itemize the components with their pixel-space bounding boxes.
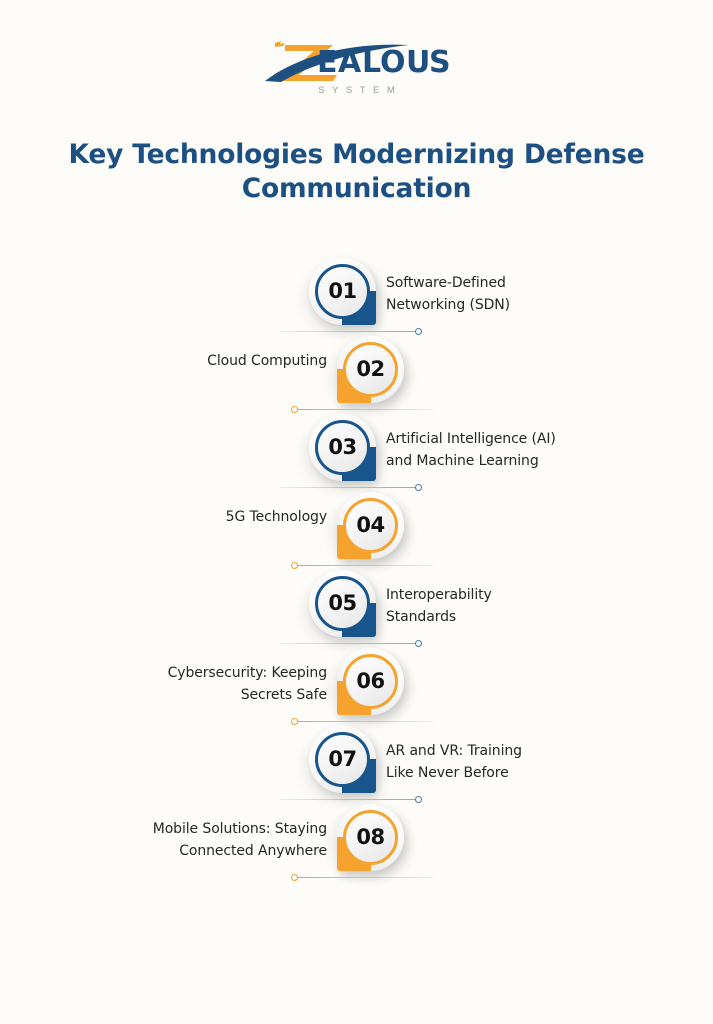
connector-dot-icon	[415, 640, 422, 647]
badge-ring: 05	[315, 576, 370, 631]
timeline-connector	[291, 404, 433, 415]
timeline-connector	[280, 482, 422, 493]
zealous-z-swoosh-logo: E A L O U S	[259, 34, 455, 84]
connector-line	[297, 564, 433, 567]
svg-text:O: O	[380, 45, 406, 80]
badge-ring: 07	[315, 732, 370, 787]
connector-dot-icon	[415, 796, 422, 803]
connector-line	[297, 876, 433, 879]
timeline-label: Artificial Intelligence (AI) and Machine…	[386, 431, 556, 469]
badge-ring: 02	[343, 342, 398, 397]
timeline-item[interactable]: 04 5G Technology	[0, 490, 713, 576]
badge-number: 04	[356, 513, 385, 537]
page-title: Key Technologies Modernizing Defense Com…	[68, 139, 645, 204]
timeline-label: Software-Defined Networking (SDN)	[386, 275, 511, 313]
svg-text:S: S	[429, 45, 451, 80]
badge-ring: 04	[343, 498, 398, 553]
timeline-item[interactable]: 08 Mobile Solutions: Staying Connected A…	[0, 802, 713, 888]
badge-number: 06	[356, 669, 385, 693]
svg-text:A: A	[338, 45, 362, 80]
timeline-item[interactable]: 05 Interoperability Standards	[0, 568, 713, 654]
badge-ring: 06	[343, 654, 398, 709]
timeline-connector	[280, 794, 422, 805]
timeline-connector	[291, 560, 433, 571]
timeline-item[interactable]: 03 Artificial Intelligence (AI) and Mach…	[0, 412, 713, 498]
timeline-connector	[280, 638, 422, 649]
badge-number: 01	[328, 279, 357, 303]
badge-number: 03	[328, 435, 357, 459]
connector-dot-icon	[415, 484, 422, 491]
timeline-connector	[291, 872, 433, 883]
timeline-badge-07[interactable]: 07	[309, 726, 376, 793]
connector-line	[280, 486, 416, 489]
badge-number: 07	[328, 747, 357, 771]
timeline-connector	[280, 326, 422, 337]
connector-line	[280, 330, 416, 333]
timeline-label: Mobile Solutions: Staying Connected Anyw…	[152, 821, 327, 859]
brand-tagline: SYSTEM	[318, 85, 403, 96]
badge-number: 02	[356, 357, 385, 381]
connector-line	[297, 408, 433, 411]
timeline-item[interactable]: 01 Software-Defined Networking (SDN)	[0, 256, 713, 342]
timeline-item[interactable]: 06 Cybersecurity: Keeping Secrets Safe	[0, 646, 713, 732]
timeline-label: AR and VR: Training Like Never Before	[386, 743, 522, 781]
timeline-label: 5G Technology	[225, 509, 327, 525]
timeline-list: 01 Software-Defined Networking (SDN) 02 …	[0, 256, 713, 888]
svg-text:L: L	[362, 45, 382, 80]
badge-ring: 03	[315, 420, 370, 475]
timeline-badge-03[interactable]: 03	[309, 414, 376, 481]
timeline-item[interactable]: 07 AR and VR: Training Like Never Before	[0, 724, 713, 810]
timeline-label: Cloud Computing	[207, 353, 327, 369]
badge-number: 05	[328, 591, 357, 615]
timeline-badge-01[interactable]: 01	[309, 258, 376, 325]
timeline-badge-06[interactable]: 06	[337, 648, 404, 715]
timeline-badge-02[interactable]: 02	[337, 336, 404, 403]
timeline-badge-05[interactable]: 05	[309, 570, 376, 637]
timeline-label: Cybersecurity: Keeping Secrets Safe	[167, 665, 328, 703]
connector-line	[280, 642, 416, 645]
connector-dot-icon	[415, 328, 422, 335]
timeline-badge-04[interactable]: 04	[337, 492, 404, 559]
svg-text:U: U	[406, 45, 431, 80]
timeline-connector	[291, 716, 433, 727]
svg-text:E: E	[317, 45, 338, 80]
connector-line	[297, 720, 433, 723]
badge-number: 08	[356, 825, 385, 849]
timeline-item[interactable]: 02 Cloud Computing	[0, 334, 713, 420]
timeline-label: Interoperability Standards	[386, 587, 492, 625]
badge-ring: 08	[343, 810, 398, 865]
connector-line	[280, 798, 416, 801]
badge-ring: 01	[315, 264, 370, 319]
timeline-badge-08[interactable]: 08	[337, 804, 404, 871]
brand-logo: E A L O U S SYSTEM	[0, 34, 713, 96]
